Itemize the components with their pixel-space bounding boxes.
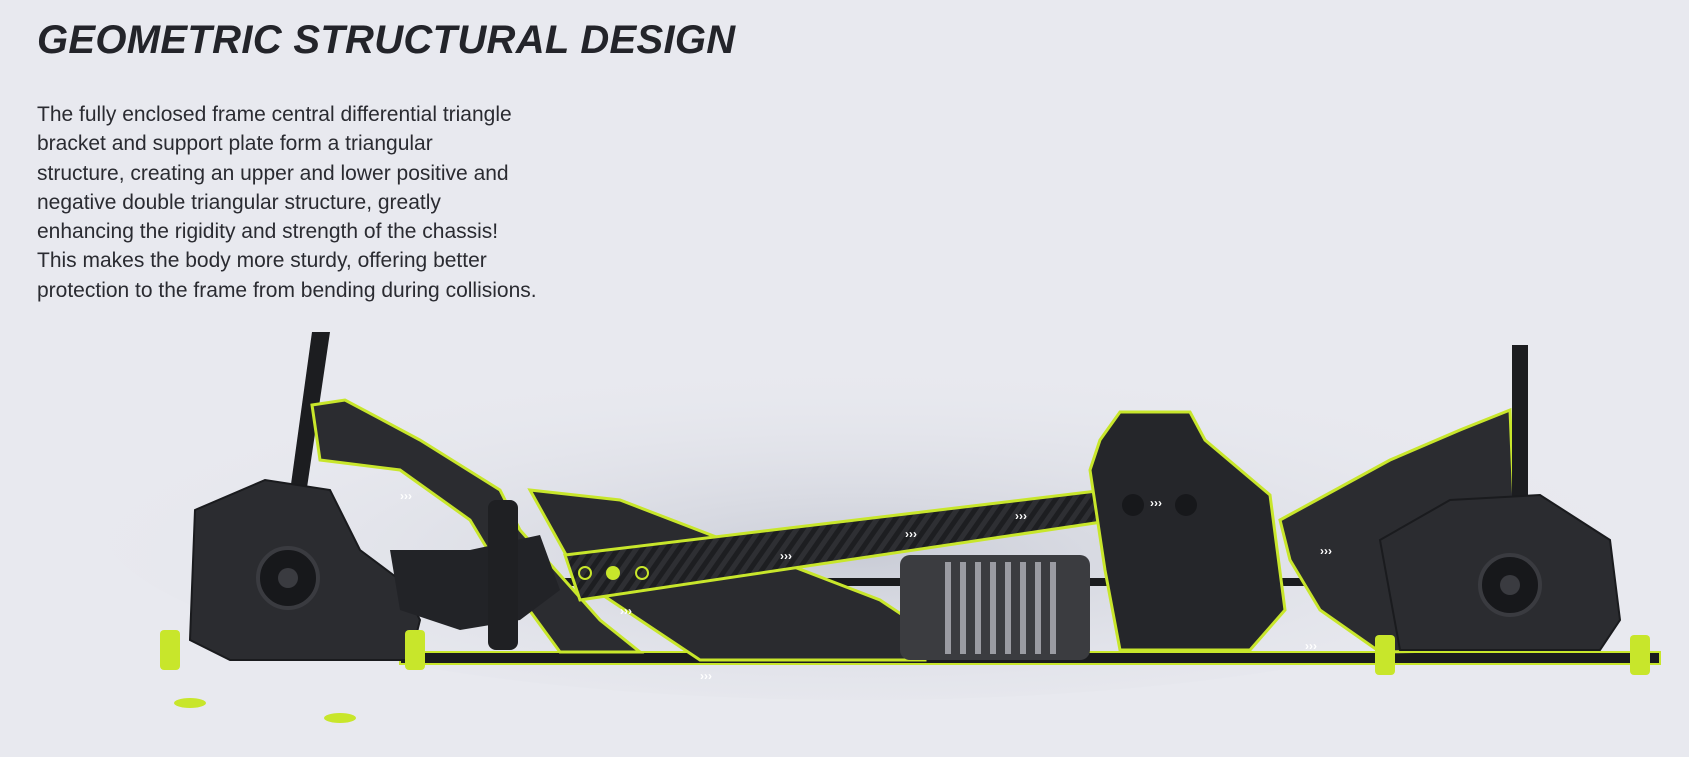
description-text: The fully enclosed frame central differe… <box>37 103 537 302</box>
rear-diff-bolt-1 <box>1122 494 1144 516</box>
svg-text:›››: ››› <box>700 669 712 683</box>
svg-text:›››: ››› <box>400 489 412 503</box>
left-hub-center <box>278 568 298 588</box>
right-axle-accent-2 <box>1630 635 1650 675</box>
chevron-markers: ››› ››› ››› ››› ››› ››› ››› ››› ››› <box>400 489 1332 683</box>
chassis-illustration: ››› ››› ››› ››› ››› ››› ››› ››› ››› <box>100 332 1661 723</box>
brace-hole-1 <box>578 566 592 580</box>
svg-text:›››: ››› <box>620 604 632 618</box>
left-axle-accent <box>160 630 180 670</box>
right-axle-accent <box>1375 635 1395 675</box>
svg-text:›››: ››› <box>1150 496 1162 510</box>
right-hub-center <box>1500 575 1520 595</box>
steering-post <box>488 500 518 650</box>
svg-text:›››: ››› <box>1305 639 1317 653</box>
left-foot-2 <box>324 713 356 723</box>
left-foot-1 <box>174 698 206 708</box>
svg-text:›››: ››› <box>905 527 917 541</box>
svg-text:›››: ››› <box>1320 544 1332 558</box>
brace-hole-2 <box>606 566 620 580</box>
svg-text:›››: ››› <box>780 549 792 563</box>
page-title: GEOMETRIC STRUCTURAL DESIGN <box>37 18 736 62</box>
left-axle-accent-2 <box>405 630 425 670</box>
rear-diff-bolt-2 <box>1175 494 1197 516</box>
motor-fins <box>945 562 1056 654</box>
brace-hole-3 <box>635 566 649 580</box>
svg-text:›››: ››› <box>1015 509 1027 523</box>
rear-diff-housing <box>1088 410 1287 652</box>
